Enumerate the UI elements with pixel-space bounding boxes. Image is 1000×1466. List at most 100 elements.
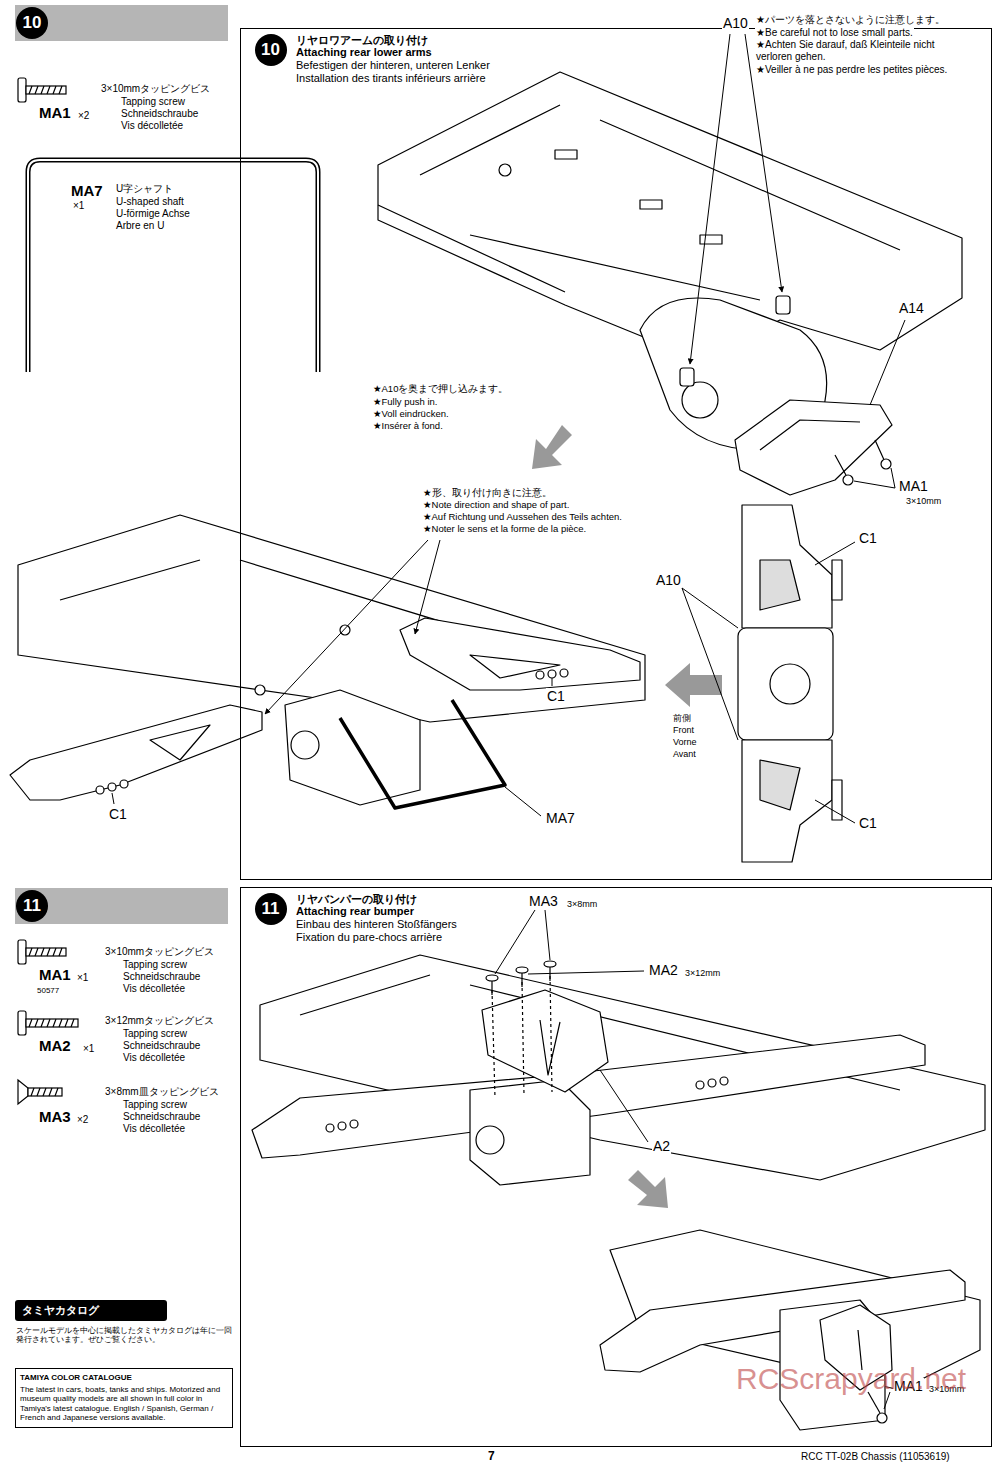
screw-icon — [18, 1011, 26, 1035]
chassis-drawing — [326, 1124, 334, 1132]
screw-icon — [18, 940, 26, 964]
chassis-drawing — [832, 560, 842, 600]
step-bar — [15, 5, 228, 41]
quantity: ×1 — [82, 1043, 95, 1055]
part-code: C1 — [858, 530, 878, 546]
note: ★Be careful not to lose small parts. — [755, 27, 914, 39]
part-code: A14 — [898, 300, 925, 316]
chassis-drawing — [680, 368, 694, 386]
chassis-drawing — [470, 1080, 590, 1185]
chassis-drawing — [760, 560, 800, 610]
screw-spec: Schneidschraube — [122, 1111, 201, 1123]
step-heading: Installation des tirants inférieurs arri… — [296, 72, 486, 84]
watermark: RCScrapyard.net — [735, 1362, 967, 1397]
screw-spec: 3×8mm皿タッピングビス — [104, 1086, 220, 1098]
leader-line — [600, 1070, 648, 1142]
chassis-drawing — [832, 780, 842, 820]
part-code: A10 — [722, 15, 749, 31]
step-heading: Attaching rear bumper — [296, 905, 414, 917]
note: ★Achten Sie darauf, daß Kleinteile nicht… — [755, 39, 972, 62]
step-number-text: 10 — [23, 13, 42, 33]
step-bar — [15, 888, 228, 924]
leader-line — [552, 678, 553, 686]
leader-line — [870, 320, 905, 405]
chassis-drawing — [470, 655, 560, 678]
chassis-drawing — [255, 685, 265, 695]
footer-title: RCC TT-02B Chassis (11053619) — [800, 1451, 951, 1463]
chassis-drawing — [400, 618, 640, 690]
leader-line — [415, 540, 440, 634]
part-code: MA2 — [38, 1037, 72, 1054]
part-name: U-förmige Achse — [115, 208, 191, 220]
catalogue-note: スケールモデルを中心に掲載したタミヤカタログは年に一回発行されています。ぜひご覧… — [15, 1326, 237, 1344]
direction-arrow — [628, 1170, 668, 1208]
chassis-drawing — [338, 1122, 346, 1130]
chassis-drawing — [700, 235, 722, 244]
part-name: Arbre en U — [115, 220, 165, 232]
step-heading: Einbau des hinteren Stoßfängers — [296, 918, 457, 930]
u-shaft — [28, 160, 318, 372]
catalogue-text: The latest in cars, boats, tanks and shi… — [20, 1385, 228, 1423]
part-name: U字シャフト — [115, 183, 174, 195]
screw-icon — [29, 86, 62, 94]
chassis-drawing — [708, 1079, 716, 1087]
chassis-drawing — [877, 1413, 887, 1423]
part-code: MA1 — [38, 104, 72, 121]
direction-label: 前側 — [672, 713, 692, 723]
note: ★Veiller à ne pas perdre les petites piè… — [755, 64, 948, 76]
chassis-drawing — [696, 1081, 704, 1089]
chassis-drawing — [835, 440, 885, 477]
screw-icon — [18, 78, 26, 102]
screw-spec: Vis décolletée — [122, 983, 186, 995]
screw-spec: Tapping screw — [122, 959, 188, 971]
screw-spec: Vis décolletée — [122, 1123, 186, 1135]
leader-line — [815, 800, 855, 823]
step-heading: Attaching rear lower arms — [296, 46, 432, 58]
screw-icon — [26, 86, 66, 94]
note: ★Auf Richtung und Aussehen des Teils ach… — [422, 512, 623, 523]
step-heading: Fixation du pare-chocs arrière — [296, 931, 442, 943]
page-number: 7 — [487, 1450, 496, 1464]
dimension: 3×8mm — [566, 899, 598, 909]
note: ★Insérer à fond. — [372, 421, 444, 432]
chassis-drawing — [482, 990, 608, 1092]
chassis-drawing — [340, 700, 505, 808]
chassis-drawing — [540, 1020, 560, 1075]
chassis-drawing — [742, 505, 832, 628]
screw-icon — [28, 1088, 62, 1096]
quantity: ×1 — [76, 972, 89, 984]
chassis-drawing — [492, 976, 552, 1098]
part-code: A2 — [652, 1138, 671, 1154]
direction-arrow — [532, 425, 572, 469]
leader-line — [112, 793, 114, 804]
chassis-drawing — [776, 296, 790, 314]
part-code: MA7 — [545, 810, 576, 826]
catalogue-tag: タミヤカタログ — [15, 1300, 167, 1321]
chassis-drawing — [738, 628, 833, 740]
chassis-drawing — [720, 1077, 728, 1085]
part-code: MA2 — [648, 962, 679, 978]
direction-label: Avant — [672, 749, 697, 759]
leader-line — [265, 540, 428, 714]
quantity: ×1 — [72, 200, 85, 212]
chassis-drawing — [544, 961, 556, 967]
chassis-drawing — [108, 783, 116, 791]
screw-icon — [29, 1019, 74, 1027]
step-number: 10 — [16, 7, 48, 39]
chassis-drawing — [640, 200, 662, 209]
note: ★形、取り付け向きに注意。 — [422, 488, 553, 499]
chassis-drawing — [881, 459, 891, 469]
part-code: MA1 — [38, 966, 72, 983]
leader-line — [112, 34, 905, 1409]
part-code: C1 — [108, 806, 128, 822]
note: ★Fully push in. — [372, 397, 439, 408]
screw-icon — [26, 1019, 78, 1027]
chassis-drawing — [96, 786, 104, 794]
part-code: C1 — [546, 688, 566, 704]
part-code: MA3 — [38, 1108, 72, 1125]
chassis-drawing — [378, 105, 900, 300]
leader-line — [505, 787, 541, 816]
leader-line — [495, 910, 550, 974]
chassis-drawing — [340, 625, 350, 635]
